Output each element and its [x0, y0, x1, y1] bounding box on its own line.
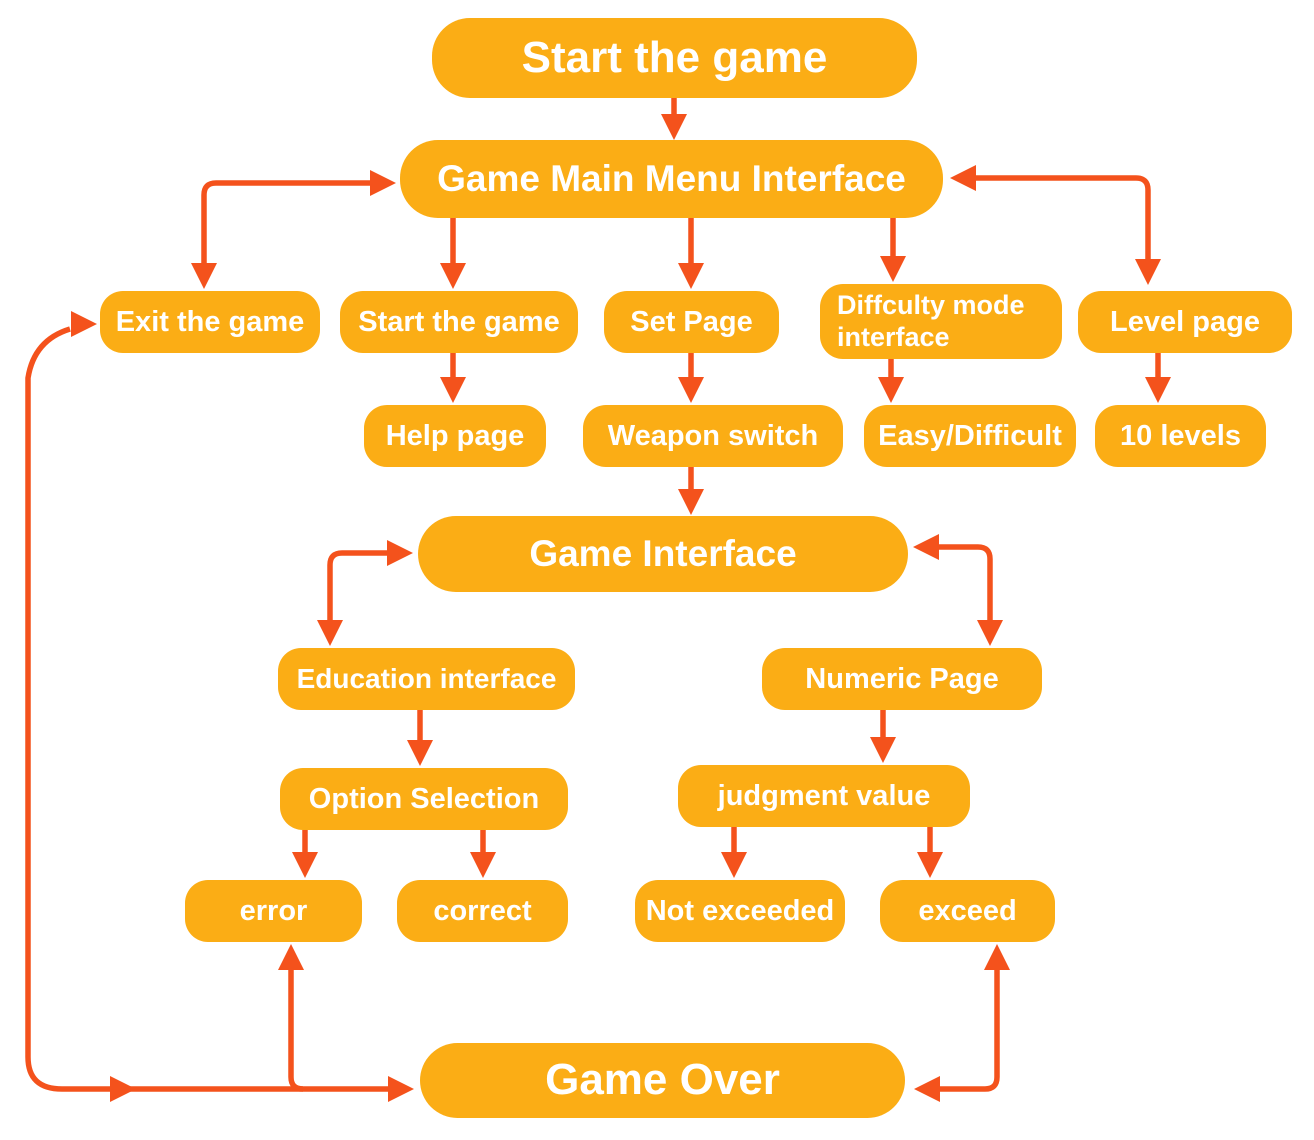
node-game-main-menu-interface: Game Main Menu Interface: [400, 140, 943, 218]
node-not-exceeded: Not exceeded: [635, 880, 845, 942]
arrow-numeric-to-judgment: [870, 710, 896, 763]
node-easy-difficult: Easy/Difficult: [864, 405, 1076, 467]
node-numeric-page: Numeric Page: [762, 648, 1042, 710]
node-option-selection: Option Selection: [280, 768, 568, 830]
arrow-game-over-exceed-elbow: [914, 944, 1010, 1102]
arrow-set-page-to-weapon-switch: [678, 353, 704, 403]
arrow-option-selection-to-error: [292, 830, 318, 878]
arrow-main-menu-exit-elbow: [191, 170, 396, 289]
node-game-interface: Game Interface: [418, 516, 908, 592]
arrow-start-game-to-help-page: [440, 353, 466, 403]
node-ten-levels: 10 levels: [1095, 405, 1266, 467]
arrow-judgment-to-not-exceeded: [721, 827, 747, 878]
node-start-the-game-title: Start the game: [432, 18, 917, 98]
node-set-page: Set Page: [604, 291, 779, 353]
arrow-education-to-option-selection: [407, 710, 433, 766]
node-weapon-switch: Weapon switch: [583, 405, 843, 467]
arrow-long-left-loop: [25, 311, 414, 1102]
node-start-the-game: Start the game: [340, 291, 578, 353]
arrow-main-menu-to-set-page: [678, 218, 704, 289]
arrow-game-over-error-branch: [278, 944, 304, 1092]
arrow-level-page-to-ten-levels: [1145, 353, 1171, 403]
arrow-main-menu-level-page-elbow: [950, 165, 1161, 285]
node-education-interface: Education interface: [278, 648, 575, 710]
arrow-main-menu-to-start-game: [440, 218, 466, 289]
node-help-page: Help page: [364, 405, 546, 467]
arrow-game-interface-education-elbow: [317, 540, 413, 646]
node-level-page: Level page: [1078, 291, 1292, 353]
arrow-start-to-main-menu: [661, 98, 687, 140]
arrow-main-menu-to-difficulty: [880, 218, 906, 282]
node-exceed: exceed: [880, 880, 1055, 942]
node-exit-the-game: Exit the game: [100, 291, 320, 353]
arrow-difficulty-to-easy-difficult: [878, 359, 904, 403]
node-correct: correct: [397, 880, 568, 942]
arrow-option-selection-to-correct: [470, 830, 496, 878]
arrow-judgment-to-exceed: [917, 827, 943, 878]
node-difficulty-mode-interface: Diffculty mode interface: [820, 284, 1062, 359]
node-error: error: [185, 880, 362, 942]
arrow-weapon-switch-to-game-interface: [678, 467, 704, 515]
node-judgment-value: judgment value: [678, 765, 970, 827]
node-game-over: Game Over: [420, 1043, 905, 1118]
arrow-game-interface-numeric-elbow: [913, 534, 1003, 646]
